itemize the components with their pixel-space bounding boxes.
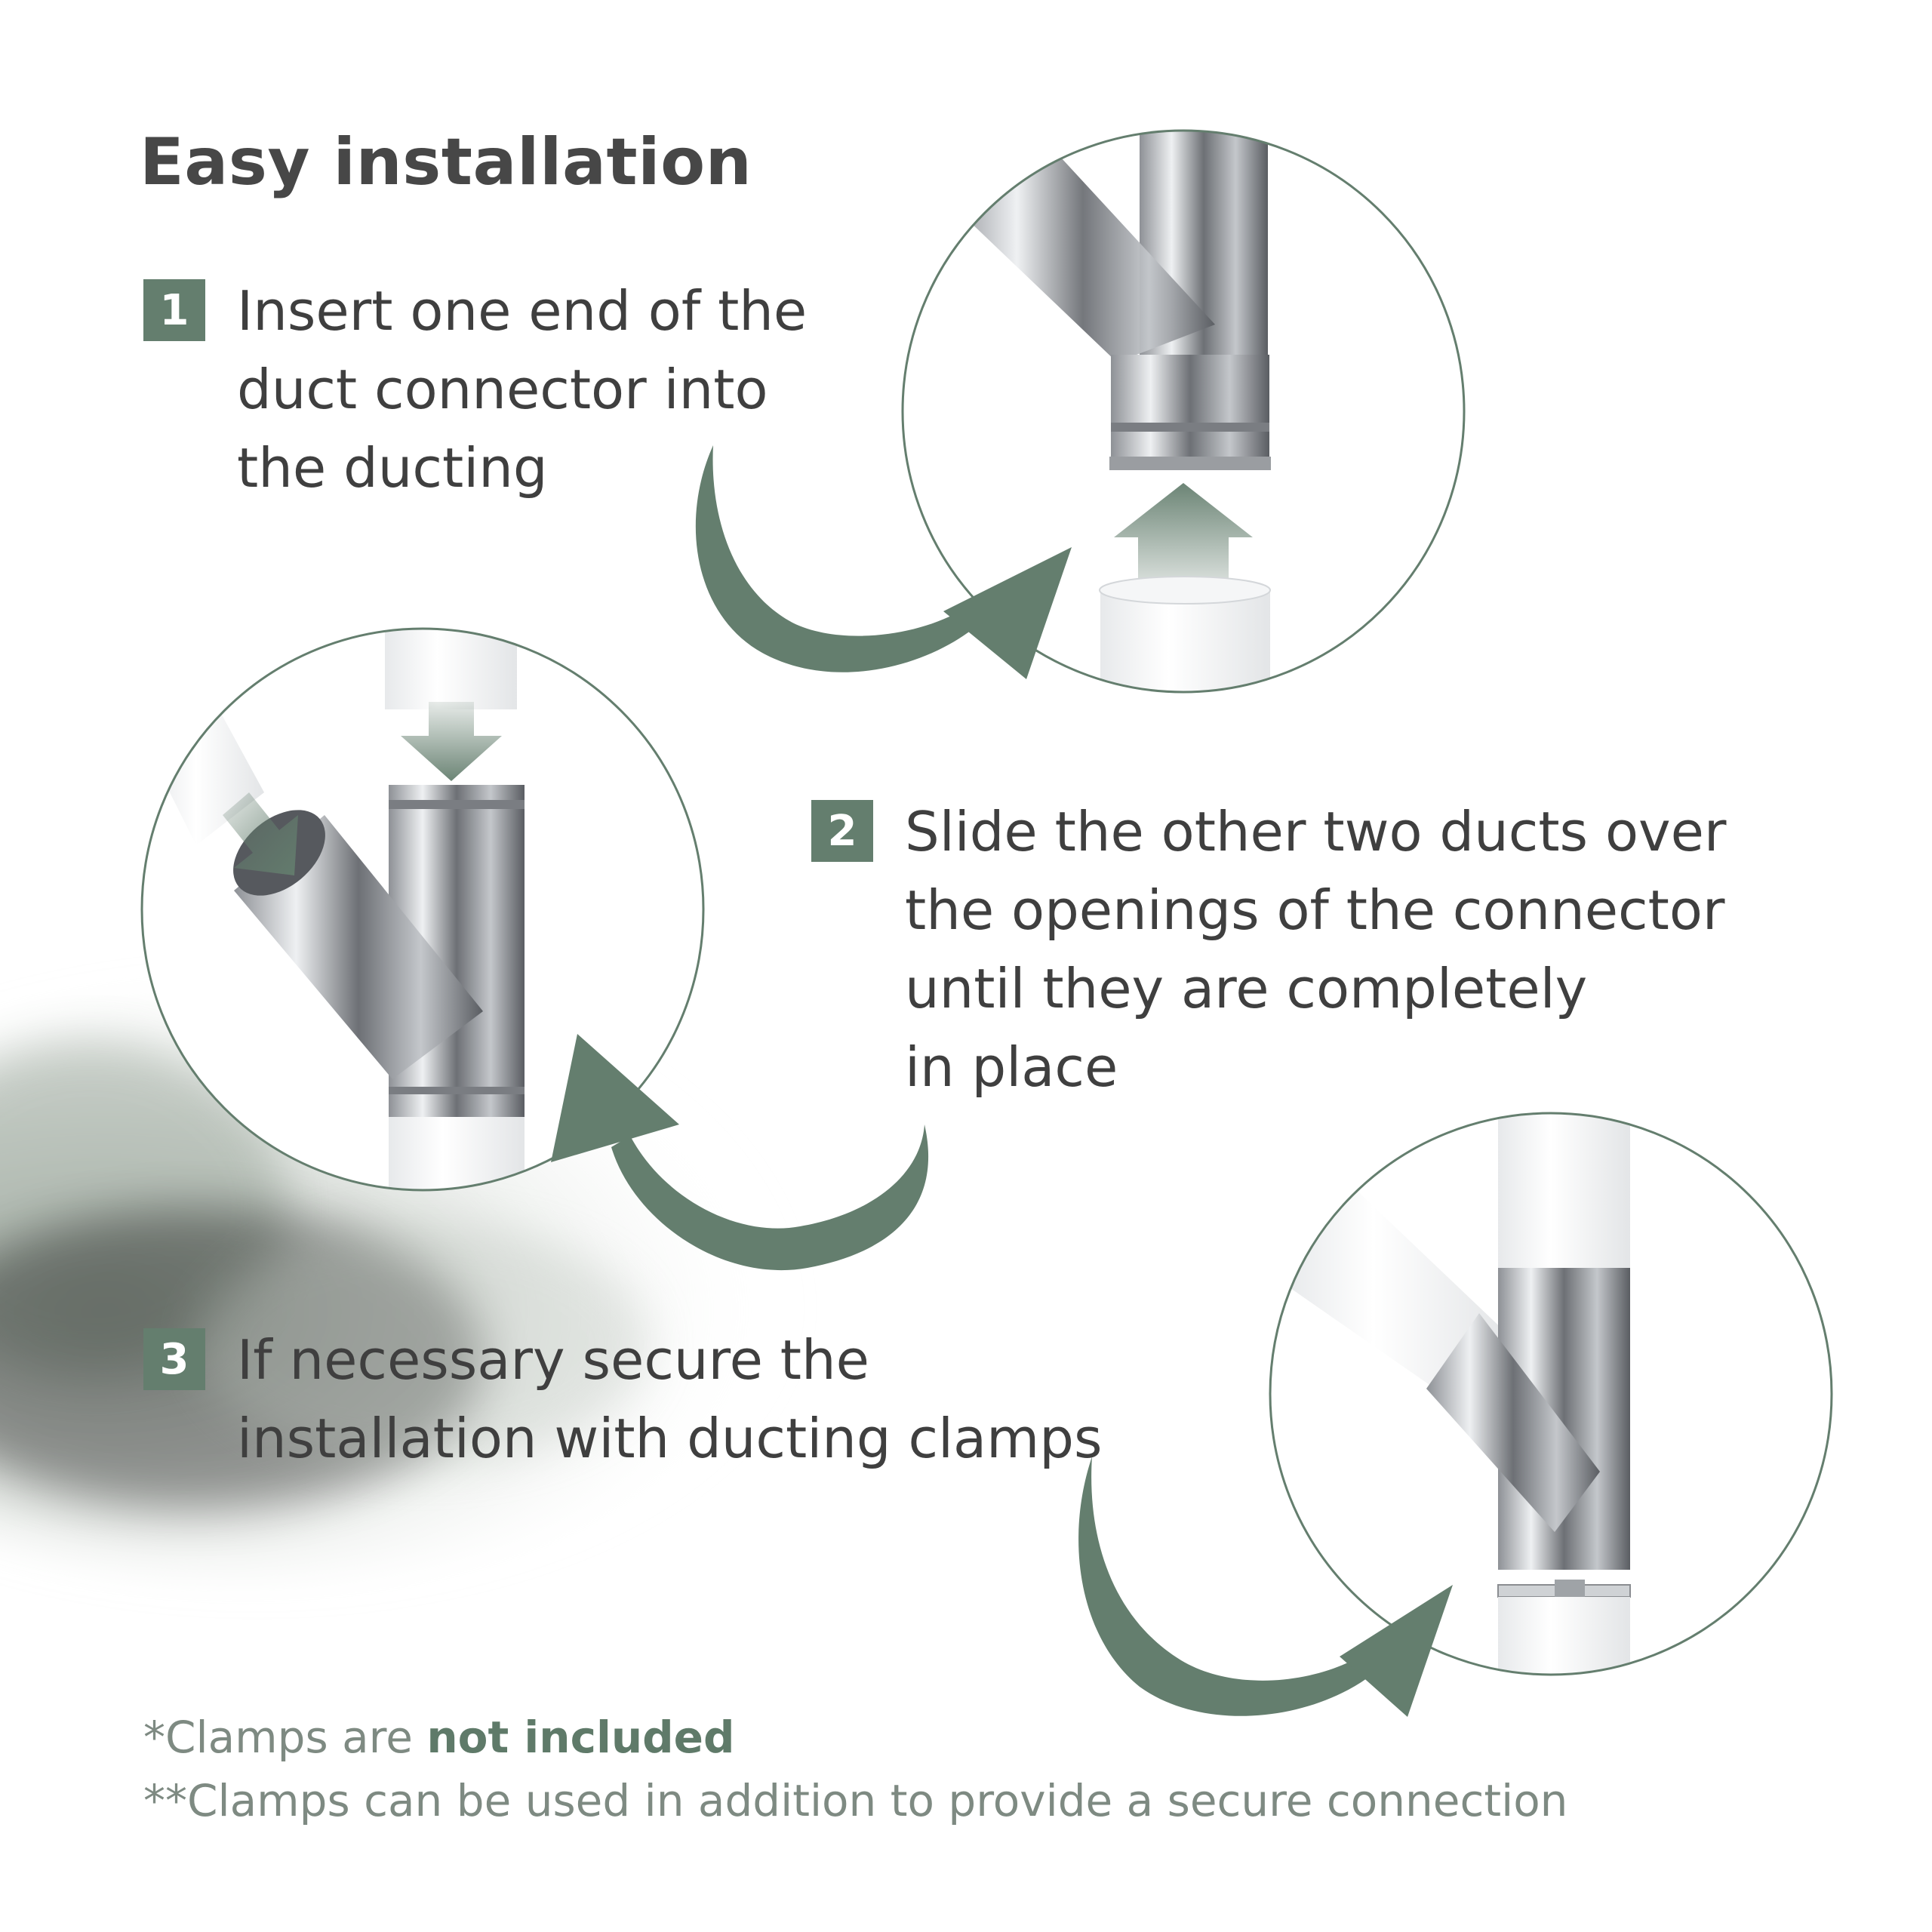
photo-circle-2	[140, 627, 705, 1192]
curved-arrow-icon	[1078, 1457, 1453, 1717]
footnote-emphasis: not included	[426, 1712, 735, 1763]
step-2: 2 Slide the other two ducts over the ope…	[811, 792, 1890, 1106]
step-1: 1 Insert one end of the duct connector i…	[143, 272, 898, 507]
step-number-badge: 2	[811, 800, 873, 862]
footnote-clamps-usage: **Clamps can be used in addition to prov…	[143, 1775, 1568, 1826]
step-description: Slide the other two ducts over the openi…	[905, 800, 1727, 1099]
step-number-badge: 3	[143, 1328, 205, 1390]
page-title: Easy installation	[140, 125, 752, 200]
step-number-badge: 1	[143, 279, 205, 341]
step-description: If necessary secure the installation wit…	[237, 1328, 1103, 1470]
curved-arrow-icon	[695, 445, 1072, 679]
footnote-clamps-not-included: *Clamps are not included	[143, 1712, 735, 1763]
step-description: Insert one end of the duct connector int…	[237, 279, 808, 500]
photo-circle-1	[901, 129, 1466, 694]
photo-circle-3	[1269, 1112, 1833, 1676]
footnote-text: *Clamps are	[143, 1712, 427, 1763]
step-3: 3 If necessary secure the installation w…	[143, 1321, 1238, 1478]
curved-arrow-icon	[551, 1034, 929, 1271]
